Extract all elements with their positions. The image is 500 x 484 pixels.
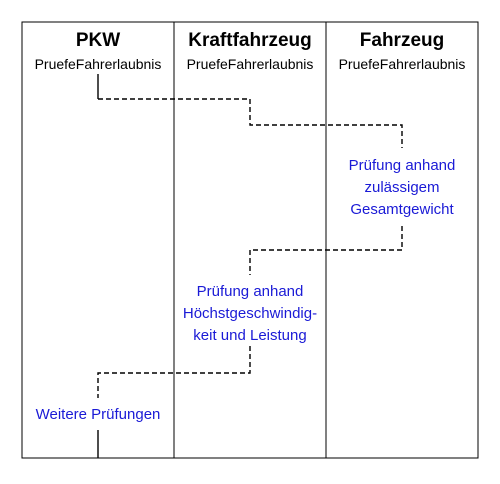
diagram-frame: [21, 21, 479, 459]
note-pkw-line-1: Weitere Prüfungen: [36, 406, 161, 423]
flow-dashed-to-fahrzeug: [98, 98, 403, 148]
lane-method-kraftfahrzeug: PruefeFahrerlaubnis: [187, 56, 314, 72]
note-kraftfahrzeug-line-3: keit und Leistung: [193, 327, 306, 344]
lane-method-fahrzeug: PruefeFahrerlaubnis: [339, 56, 466, 72]
note-kraftfahrzeug-line-2: Höchstgeschwindig-: [183, 305, 317, 322]
lane-title-fahrzeug: Fahrzeug: [360, 30, 444, 51]
note-fahrzeug-line-1: Prüfung anhand: [349, 157, 456, 174]
flow-dashed-to-kraftfahrzeug: [249, 226, 403, 275]
note-fahrzeug-line-2: zulässigem: [364, 179, 439, 196]
lane-title-pkw: PKW: [76, 30, 120, 51]
lane-method-pkw: PruefeFahrerlaubnis: [35, 56, 162, 72]
note-kraftfahrzeug-line-1: Prüfung anhand: [197, 283, 304, 300]
control-flow: [97, 74, 403, 458]
lane-title-kraftfahrzeug: Kraftfahrzeug: [188, 30, 312, 51]
note-fahrzeug-line-3: Gesamtgewicht: [350, 201, 454, 218]
